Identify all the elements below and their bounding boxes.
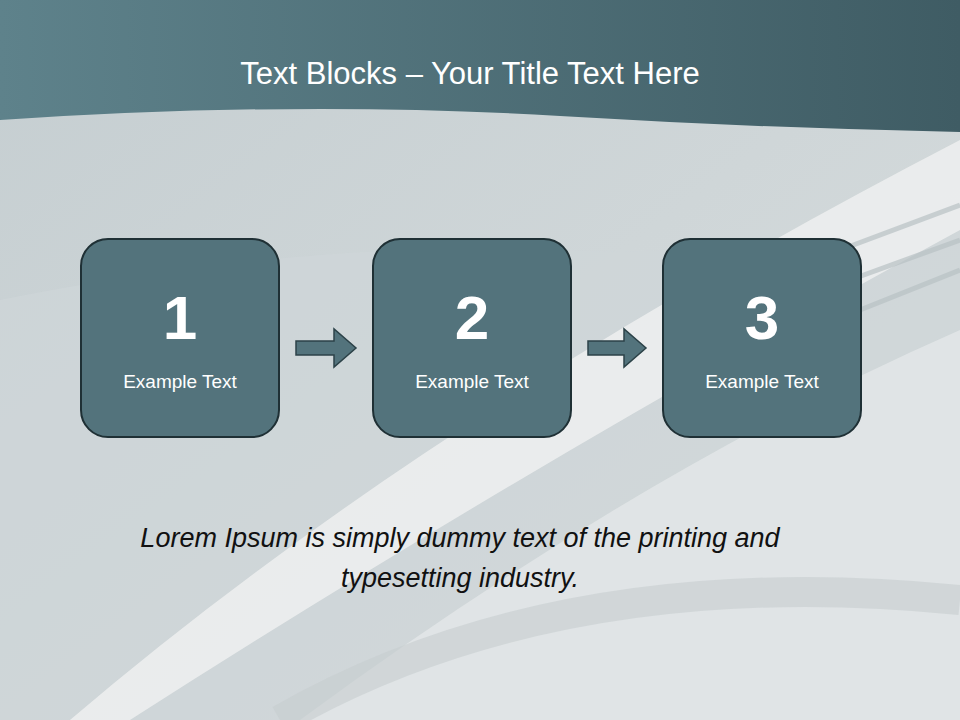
step-number: 2 [455,280,489,356]
roof-curve [280,592,960,720]
step-label: Example Text [123,370,237,394]
step-label: Example Text [705,370,819,394]
caption-text: Lorem Ipsum is simply dummy text of the … [100,518,820,598]
step-label: Example Text [415,370,529,394]
block-arrow [588,329,646,367]
step-box: 2Example Text [372,238,572,438]
step-number: 1 [163,280,197,356]
roof-band [70,140,960,720]
step-box: 3Example Text [662,238,862,438]
block-arrow [296,329,356,367]
title-banner [0,0,960,132]
slide-title: Text Blocks – Your Title Text Here [80,54,860,94]
step-box: 1Example Text [80,238,280,438]
step-number: 3 [745,280,779,356]
